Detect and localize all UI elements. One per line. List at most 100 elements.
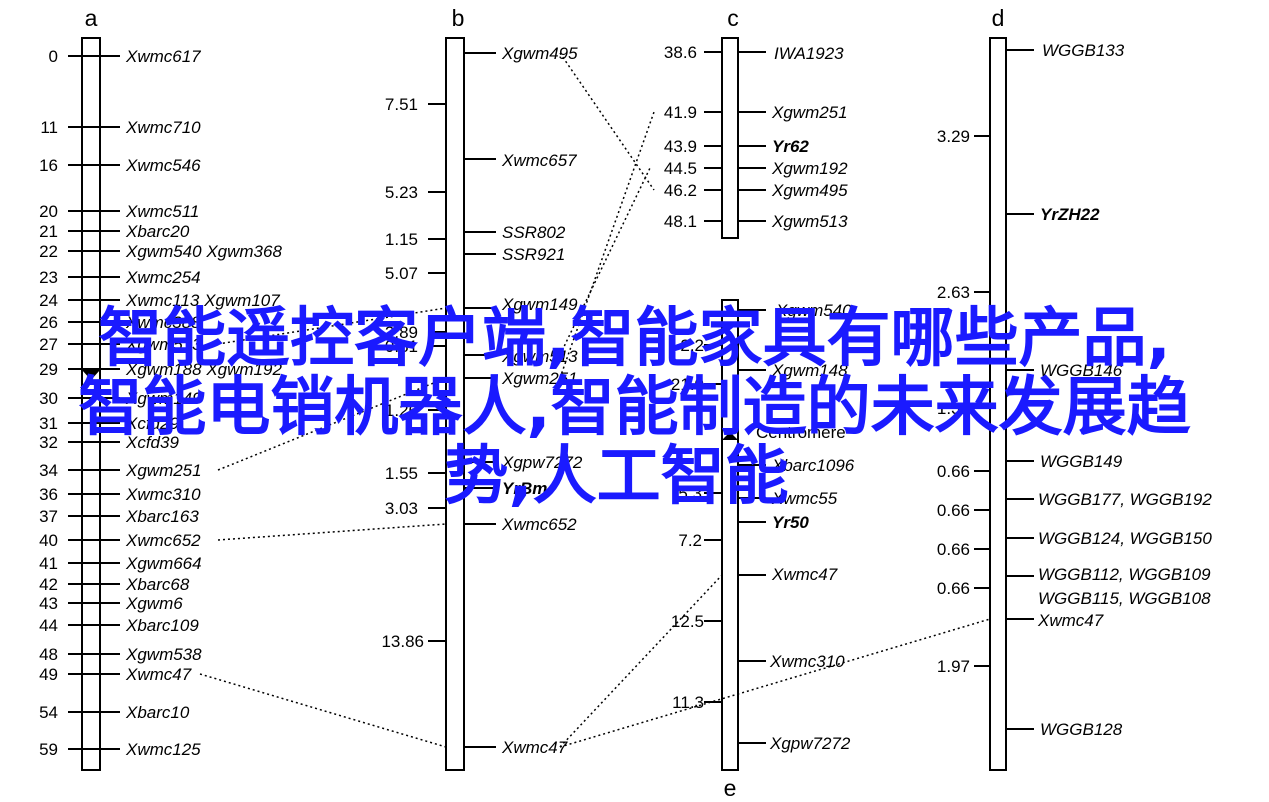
marker-label: Xwmc546 (125, 156, 201, 175)
distance-label: 1.55 (385, 464, 418, 483)
position-label: 32 (39, 433, 58, 452)
connector-line (217, 307, 447, 345)
marker-label: Xgwm251 (125, 461, 202, 480)
distance-label: 12.5 (671, 612, 704, 631)
connector-line (199, 673, 447, 748)
position-label: 38.6 (664, 43, 697, 62)
overlay-line-2: 智能电销机器人,智能制造的未来发展趋 (78, 371, 1191, 445)
marker-label: Xwmc113 Xgwm107 (125, 291, 280, 310)
marker-label: Xgwm513 (125, 335, 202, 354)
marker-label: Xgwm538 (125, 645, 202, 664)
chromosome-a-ticks (68, 55, 120, 750)
chromosome-a-bar (81, 37, 101, 771)
chromosome-e-title: e (724, 775, 737, 801)
distance-label: 13.86 (381, 632, 424, 651)
chromosome-c-markers: IWA1923 Xgwm251 Yr62 Xgwm192 Xgwm495 Xgw… (771, 44, 848, 231)
marker-label: Xwmc710 (125, 118, 201, 137)
marker-label: Xwmc617 (125, 47, 201, 66)
centromere-a-mark (82, 370, 100, 380)
centromere-e-mark (722, 432, 738, 440)
position-label: 48.1 (664, 212, 697, 231)
connector-line (559, 618, 991, 748)
distance-label: 1.97 (937, 657, 970, 676)
position-label: 46.2 (664, 181, 697, 200)
marker-label: Xgwm540 Xgwm368 (125, 242, 282, 261)
position-label: 27 (39, 335, 58, 354)
distance-label: 0.81 (385, 337, 418, 356)
marker-label: Xwmc47 (771, 565, 838, 584)
chromosome-b-bar (445, 37, 465, 771)
marker-label: Xbarc109 (125, 616, 199, 635)
chromosome-c-positions: 38.6 41.9 43.9 44.5 46.2 48.1 (664, 43, 697, 231)
marker-label: Xgwm513 (771, 212, 848, 231)
marker-label: Xwmc55 (771, 489, 838, 508)
position-label: 54 (39, 703, 58, 722)
chromosome-b-markers: Xgwm495 Xwmc657 SSR802 SSR921 Xgwm149 Xg… (501, 44, 583, 757)
chromosome-a-markers: Xwmc617 Xwmc710 Xwmc546 Xwmc511 Xbarc20 … (125, 47, 282, 759)
overlay-line-3: 势,人工智能 (444, 440, 789, 514)
marker-label: Xgwm149 (501, 295, 578, 314)
marker-label: Yr50 (772, 513, 809, 532)
distance-label: 2.2 (680, 336, 704, 355)
marker-label: Xwmc511 (125, 202, 199, 221)
marker-label: Xwmc254 (125, 268, 201, 287)
marker-label: YrBm (502, 479, 547, 498)
chromosome-b-distances: 7.51 5.23 1.15 5.07 2.89 0.81 1.26 1.55 … (381, 95, 424, 651)
distance-label: 0.66 (937, 462, 970, 481)
marker-label: Xwmc388 (125, 313, 201, 332)
position-label: 21 (39, 222, 58, 241)
position-label: 44 (39, 616, 58, 635)
position-label: 22 (39, 242, 58, 261)
marker-label: Xgpw7272 (769, 734, 851, 753)
position-label: 42 (39, 575, 58, 594)
distance-label: 1.15 (385, 230, 418, 249)
distance-label: 5.23 (385, 183, 418, 202)
chromosome-a-positions: 0 11 16 20 21 22 23 24 26 27 29 30 31 32… (39, 47, 58, 759)
marker-label: Xbarc20 (125, 222, 190, 241)
chromosome-b-ticks (428, 52, 496, 748)
homology-connectors (199, 52, 991, 748)
marker-label: Xgwm540 (775, 301, 852, 320)
chromosome-e-bar (721, 299, 739, 771)
position-label: 34 (39, 461, 58, 480)
distance-label: 1.26 (385, 401, 418, 420)
marker-label: Xgwm188 Xgwm192 (125, 360, 282, 379)
marker-label: WGGB177, WGGB192 (1038, 490, 1212, 509)
connector-line (559, 111, 655, 379)
position-label: 20 (39, 202, 58, 221)
marker-label: Xwmc652 (501, 515, 577, 534)
marker-label: Xgwm192 (771, 159, 848, 178)
position-label: 41 (39, 554, 58, 573)
position-label: 24 (39, 291, 58, 310)
position-label: 0 (49, 47, 58, 66)
chromosome-c-title: c (727, 5, 739, 31)
marker-label: Xbarc1096 (771, 456, 855, 475)
marker-label: Xgwm251 (771, 103, 848, 122)
position-label: 41.9 (664, 103, 697, 122)
marker-label: WGGB112, WGGB109 (1038, 565, 1211, 584)
chromosome-d-markers: WGGB133 YrZH22 WGGB146 WGGB149 WGGB177, … (1037, 41, 1212, 739)
connector-line (217, 523, 447, 541)
position-label: 29 (39, 360, 58, 379)
distance-label: 2.63 (937, 283, 970, 302)
position-label: 11 (40, 118, 58, 137)
marker-label: Xbarc68 (125, 575, 190, 594)
marker-label: Centromere (756, 423, 846, 442)
position-label: 40 (39, 531, 58, 550)
chromosome-d-ticks (974, 49, 1034, 730)
distance-label: 5.3 (678, 484, 702, 503)
distance-label: 0.66 (937, 579, 970, 598)
position-label: 31 (39, 414, 58, 433)
distance-label: 11.3 (672, 693, 704, 712)
marker-label: Xcfd29 (125, 414, 179, 433)
marker-label: Xbarc10 (125, 703, 190, 722)
marker-label: Xwmc125 (125, 740, 201, 759)
marker-label: Xgwm664 (125, 554, 202, 573)
marker-label: Xwmc47 (501, 738, 568, 757)
chromosome-d-bar (989, 37, 1007, 771)
marker-label: Xbarc163 (125, 507, 199, 526)
connector-line (559, 574, 723, 748)
chromosome-e-ticks (704, 309, 766, 744)
position-label: 23 (39, 268, 58, 287)
